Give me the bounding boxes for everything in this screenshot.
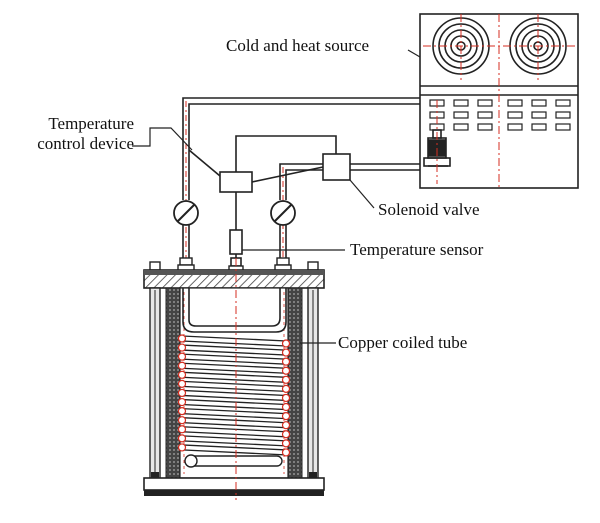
coil-tube-section (177, 352, 187, 361)
panel-button (453, 99, 469, 107)
coil-tube-section (281, 339, 291, 348)
insulation-wall-right (287, 287, 303, 479)
label-solenoid-valve: Solenoid valve (378, 200, 480, 219)
panel-button (453, 111, 469, 119)
copper-coiled-tube (177, 334, 291, 457)
gauge-stems (182, 225, 287, 258)
tank-base (143, 477, 325, 491)
coil-tube-section (177, 343, 187, 352)
piping (182, 97, 420, 230)
coil-tube-section (177, 334, 187, 343)
pressure-gauge-left (173, 200, 199, 226)
solenoid-valve (322, 153, 351, 181)
coil-tube-section (281, 421, 291, 430)
temperature-control-device (219, 171, 253, 193)
source-centerlines (423, 14, 575, 188)
panel-button (477, 99, 493, 107)
panel-button (477, 111, 493, 119)
label-copper-coiled-tube: Copper coiled tube (338, 333, 468, 352)
panel-button (477, 123, 493, 131)
panel-button (531, 111, 547, 119)
panel-button (507, 99, 523, 107)
coil-tube-section (177, 397, 187, 407)
coil-tube-section (281, 439, 291, 448)
coil-tube-section (281, 393, 291, 403)
panel-button (507, 123, 523, 131)
coil-tube-section (281, 348, 291, 357)
coil-tube-section (177, 434, 187, 443)
coil-tube-section (177, 443, 187, 452)
pressure-gauge-right (270, 200, 296, 226)
coil-tube-section (281, 366, 291, 375)
coil-tube-section (281, 357, 291, 366)
insulation-wall-left (165, 287, 181, 479)
label-temperature-control-line2: control device (37, 134, 134, 153)
control-panel-buttons (429, 99, 571, 131)
leader-lines (132, 49, 421, 344)
coil-tube-section (281, 412, 291, 421)
label-cold-heat-source: Cold and heat source (226, 36, 370, 55)
panel-button (531, 123, 547, 131)
coil-tube-section (281, 448, 291, 457)
panel-button (555, 123, 571, 131)
panel-button (555, 99, 571, 107)
coil-tube-section (177, 425, 187, 434)
panel-button (453, 123, 469, 131)
coil-tube-section (281, 430, 291, 439)
panel-button (507, 111, 523, 119)
coil-tube-section (177, 370, 187, 379)
coil-tube-section (281, 384, 291, 393)
label-temperature-control-device: Temperature control device (14, 114, 134, 154)
temperature-sensor (229, 229, 243, 267)
coil-tube-section (281, 402, 291, 412)
tank (143, 261, 325, 496)
coil-tube-section (177, 407, 187, 416)
label-temperature-control-line1: Temperature (48, 114, 134, 133)
coil-tube-section (177, 416, 187, 425)
coil-tube-section (177, 388, 187, 398)
coil-tube-section (177, 361, 187, 370)
coil-tube-section (281, 375, 291, 384)
coil-tube-section (177, 379, 187, 388)
panel-button (555, 111, 571, 119)
panel-button (531, 99, 547, 107)
label-temperature-sensor: Temperature sensor (350, 240, 484, 259)
